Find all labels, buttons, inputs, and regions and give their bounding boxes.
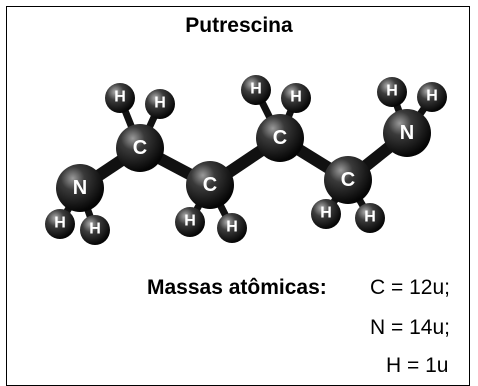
hydrogen-ball	[377, 77, 407, 107]
hydrogen-ball	[241, 75, 271, 105]
hydrogen-label: H	[290, 89, 302, 106]
hydrogen-atom: H	[80, 215, 110, 245]
hydrogen-atom: H	[105, 83, 135, 113]
hydrogen-ball	[417, 82, 447, 112]
nitrogen-ball	[56, 164, 104, 212]
nitrogen-label: N	[73, 177, 87, 199]
hydrogen-atom: H	[45, 209, 75, 239]
hydrogen-atom: H	[417, 82, 447, 112]
carbon-atom-4: C	[324, 156, 372, 204]
carbon-label: C	[203, 174, 217, 196]
mass-hydrogen: H = 1u	[386, 354, 449, 377]
carbon-label: C	[273, 127, 287, 149]
carbon-atom-1: C	[116, 124, 164, 172]
mass-nitrogen: N = 14u;	[370, 316, 450, 339]
hydrogen-ball	[45, 209, 75, 239]
hydrogen-ball	[145, 89, 175, 119]
hydrogen-atom: H	[311, 199, 341, 229]
hydrogen-atom: H	[377, 77, 407, 107]
nitrogen-atom-left: N	[56, 164, 104, 212]
hydrogen-label: H	[154, 95, 166, 112]
mass-carbon: C = 12u;	[370, 276, 450, 299]
hydrogen-atom: H	[355, 203, 385, 233]
carbon-ball	[256, 114, 304, 162]
hydrogen-label: H	[250, 81, 262, 98]
hydrogen-atom: H	[241, 75, 271, 105]
hydrogen-atom: H	[217, 213, 247, 243]
atomic-masses-label: Massas atômicas:	[147, 276, 327, 299]
hydrogen-label: H	[114, 89, 126, 106]
hydrogen-ball	[217, 213, 247, 243]
hydrogen-atom: H	[175, 207, 205, 237]
carbon-label: C	[341, 169, 355, 191]
nitrogen-atom-right: N	[383, 109, 431, 157]
carbon-ball	[116, 124, 164, 172]
hydrogen-ball	[105, 83, 135, 113]
hydrogen-label: H	[184, 213, 196, 230]
nitrogen-ball	[383, 109, 431, 157]
nitrogen-label: N	[400, 122, 414, 144]
hydrogen-label: H	[386, 83, 398, 100]
hydrogen-ball	[80, 215, 110, 245]
molecule-diagram: H H H H H H H H H H H H	[45, 75, 447, 245]
carbon-atom-3: C	[256, 114, 304, 162]
hydrogen-label: H	[320, 205, 332, 222]
hydrogen-atom: H	[281, 83, 311, 113]
hydrogen-label: H	[426, 88, 438, 105]
carbon-ball	[324, 156, 372, 204]
carbon-ball	[186, 161, 234, 209]
hydrogen-ball	[281, 83, 311, 113]
hydrogen-label: H	[54, 215, 66, 232]
hydrogen-label: H	[364, 209, 376, 226]
carbon-atom-2: C	[186, 161, 234, 209]
hydrogen-ball	[175, 207, 205, 237]
hydrogen-ball	[355, 203, 385, 233]
molecule-title: Putrescina	[185, 14, 293, 37]
hydrogen-atom: H	[145, 89, 175, 119]
hydrogen-label: H	[226, 219, 238, 236]
hydrogen-label: H	[89, 221, 101, 238]
carbon-label: C	[133, 137, 147, 159]
hydrogen-ball	[311, 199, 341, 229]
